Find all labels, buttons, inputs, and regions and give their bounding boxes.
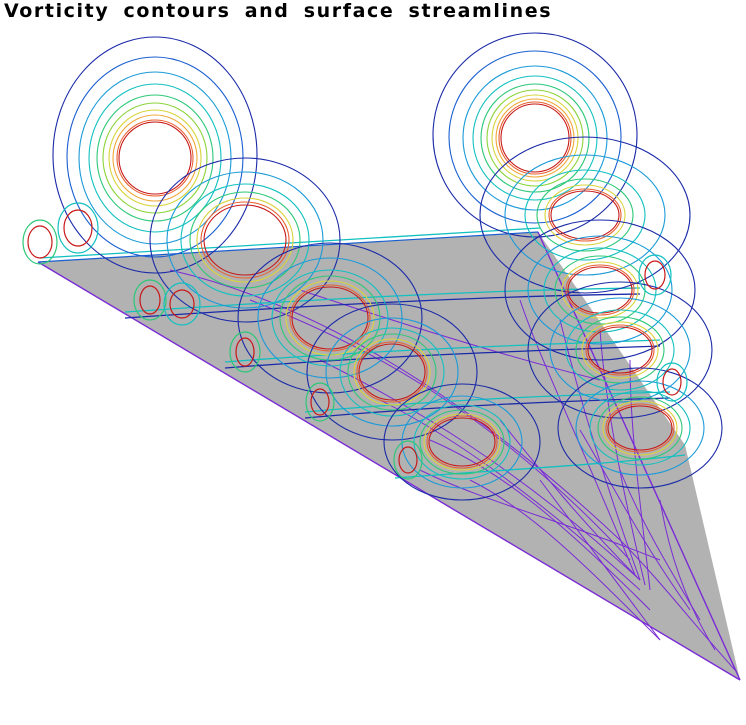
secondary-vortices [22, 202, 688, 480]
vortex-right-4 [527, 281, 713, 419]
vortex-right-5 [557, 367, 723, 489]
vortex-left-1 [52, 36, 258, 274]
vortex-right-1 [432, 32, 638, 238]
vortex-left-4 [306, 303, 478, 441]
vortex-left-2 [149, 157, 341, 323]
wing-leading-edge-right [537, 231, 741, 681]
figure-title: Vorticity contours and surface streamlin… [4, 0, 553, 22]
vortex-right-2 [479, 136, 691, 294]
vortex-left-5 [383, 383, 541, 501]
vortex-left-3 [237, 242, 423, 394]
wing-leading-edge-left [37, 261, 741, 681]
